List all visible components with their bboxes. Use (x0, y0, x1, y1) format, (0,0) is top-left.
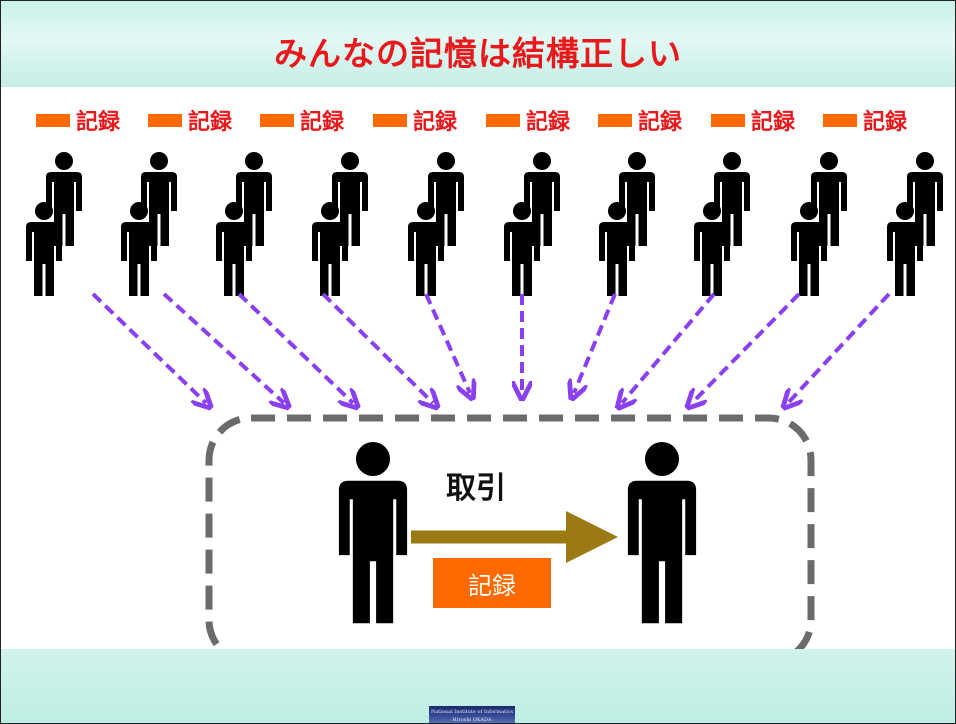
person-pair-icon (312, 152, 368, 296)
arrow (162, 292, 284, 403)
person-pair-icon (599, 152, 655, 296)
record-square-icon (486, 113, 520, 127)
logo-line2: Hiroshi OKADA (452, 717, 492, 723)
arrow (622, 292, 716, 403)
record-square-icon (598, 113, 632, 127)
arrow (574, 293, 617, 393)
record-arrows (91, 292, 891, 403)
record-label-text: 記録 (863, 110, 908, 135)
record-label-text: 記録 (76, 110, 121, 135)
record-square-icon (373, 113, 407, 127)
title-bar: みんなの記憶は結構正しい (1, 1, 955, 87)
record-label-text: 記録 (188, 110, 233, 135)
record-label: 記録 (148, 105, 232, 135)
record-square-icon (148, 113, 182, 127)
transaction-label: 取引 (446, 471, 506, 506)
record-label: 記録 (486, 105, 570, 135)
record-square-icon (711, 113, 745, 127)
record-square-icon (823, 113, 857, 127)
record-label: 記録 (260, 105, 344, 135)
arrow (424, 293, 470, 393)
record-label-text: 記録 (751, 110, 796, 135)
slide-title: みんなの記憶は結構正しい (274, 34, 682, 73)
record-label: 記録 (823, 105, 907, 135)
transaction-box (205, 414, 815, 666)
person-pair-icon (26, 152, 82, 296)
record-square-icon (36, 113, 70, 127)
record-label-text: 記録 (413, 110, 458, 135)
record-label-text: 記録 (526, 110, 571, 135)
arrow (237, 292, 353, 403)
record-label-text: 記録 (300, 110, 345, 135)
record-square-icon (260, 113, 294, 127)
arrow (788, 292, 891, 403)
record-label: 記録 (711, 105, 795, 135)
person-pair-icon (887, 152, 943, 296)
person-pair-icon (216, 152, 272, 296)
crowd (26, 152, 943, 296)
record-label: 記録 (373, 105, 457, 135)
record-label: 記録 (36, 105, 120, 135)
institute-logo: National Institute of Informatics Hirosh… (429, 706, 515, 723)
person-pair-icon (791, 152, 847, 296)
record-label: 記録 (598, 105, 682, 135)
footer-bar: National Institute of Informatics Hirosh… (1, 649, 955, 723)
record-label-text: 記録 (638, 110, 683, 135)
logo-line1: National Institute of Informatics (430, 709, 514, 715)
transaction-record-badge: 記録 (433, 558, 551, 608)
person-icon (627, 441, 697, 624)
person-pair-icon (694, 152, 750, 296)
arrow (692, 292, 801, 403)
person-icon (338, 441, 408, 624)
arrow (91, 292, 206, 403)
arrow (321, 292, 433, 403)
person-pair-icon (408, 152, 464, 296)
person-pair-icon (121, 152, 177, 296)
person-pair-icon (504, 152, 560, 296)
